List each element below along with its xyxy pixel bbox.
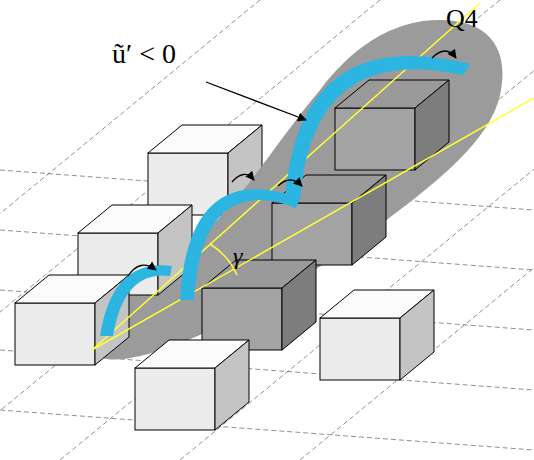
low-speed-region: [89, 20, 503, 359]
quantity-label: ũ′ < 0: [112, 40, 176, 68]
leader-arrow: [206, 82, 306, 120]
angle-label: γ: [233, 244, 242, 268]
vortex-ribbons: [100, 56, 470, 336]
quadrant-label: Q4: [446, 6, 478, 32]
rotation-arrows: [128, 51, 456, 276]
yellow-lines: [92, 3, 534, 350]
